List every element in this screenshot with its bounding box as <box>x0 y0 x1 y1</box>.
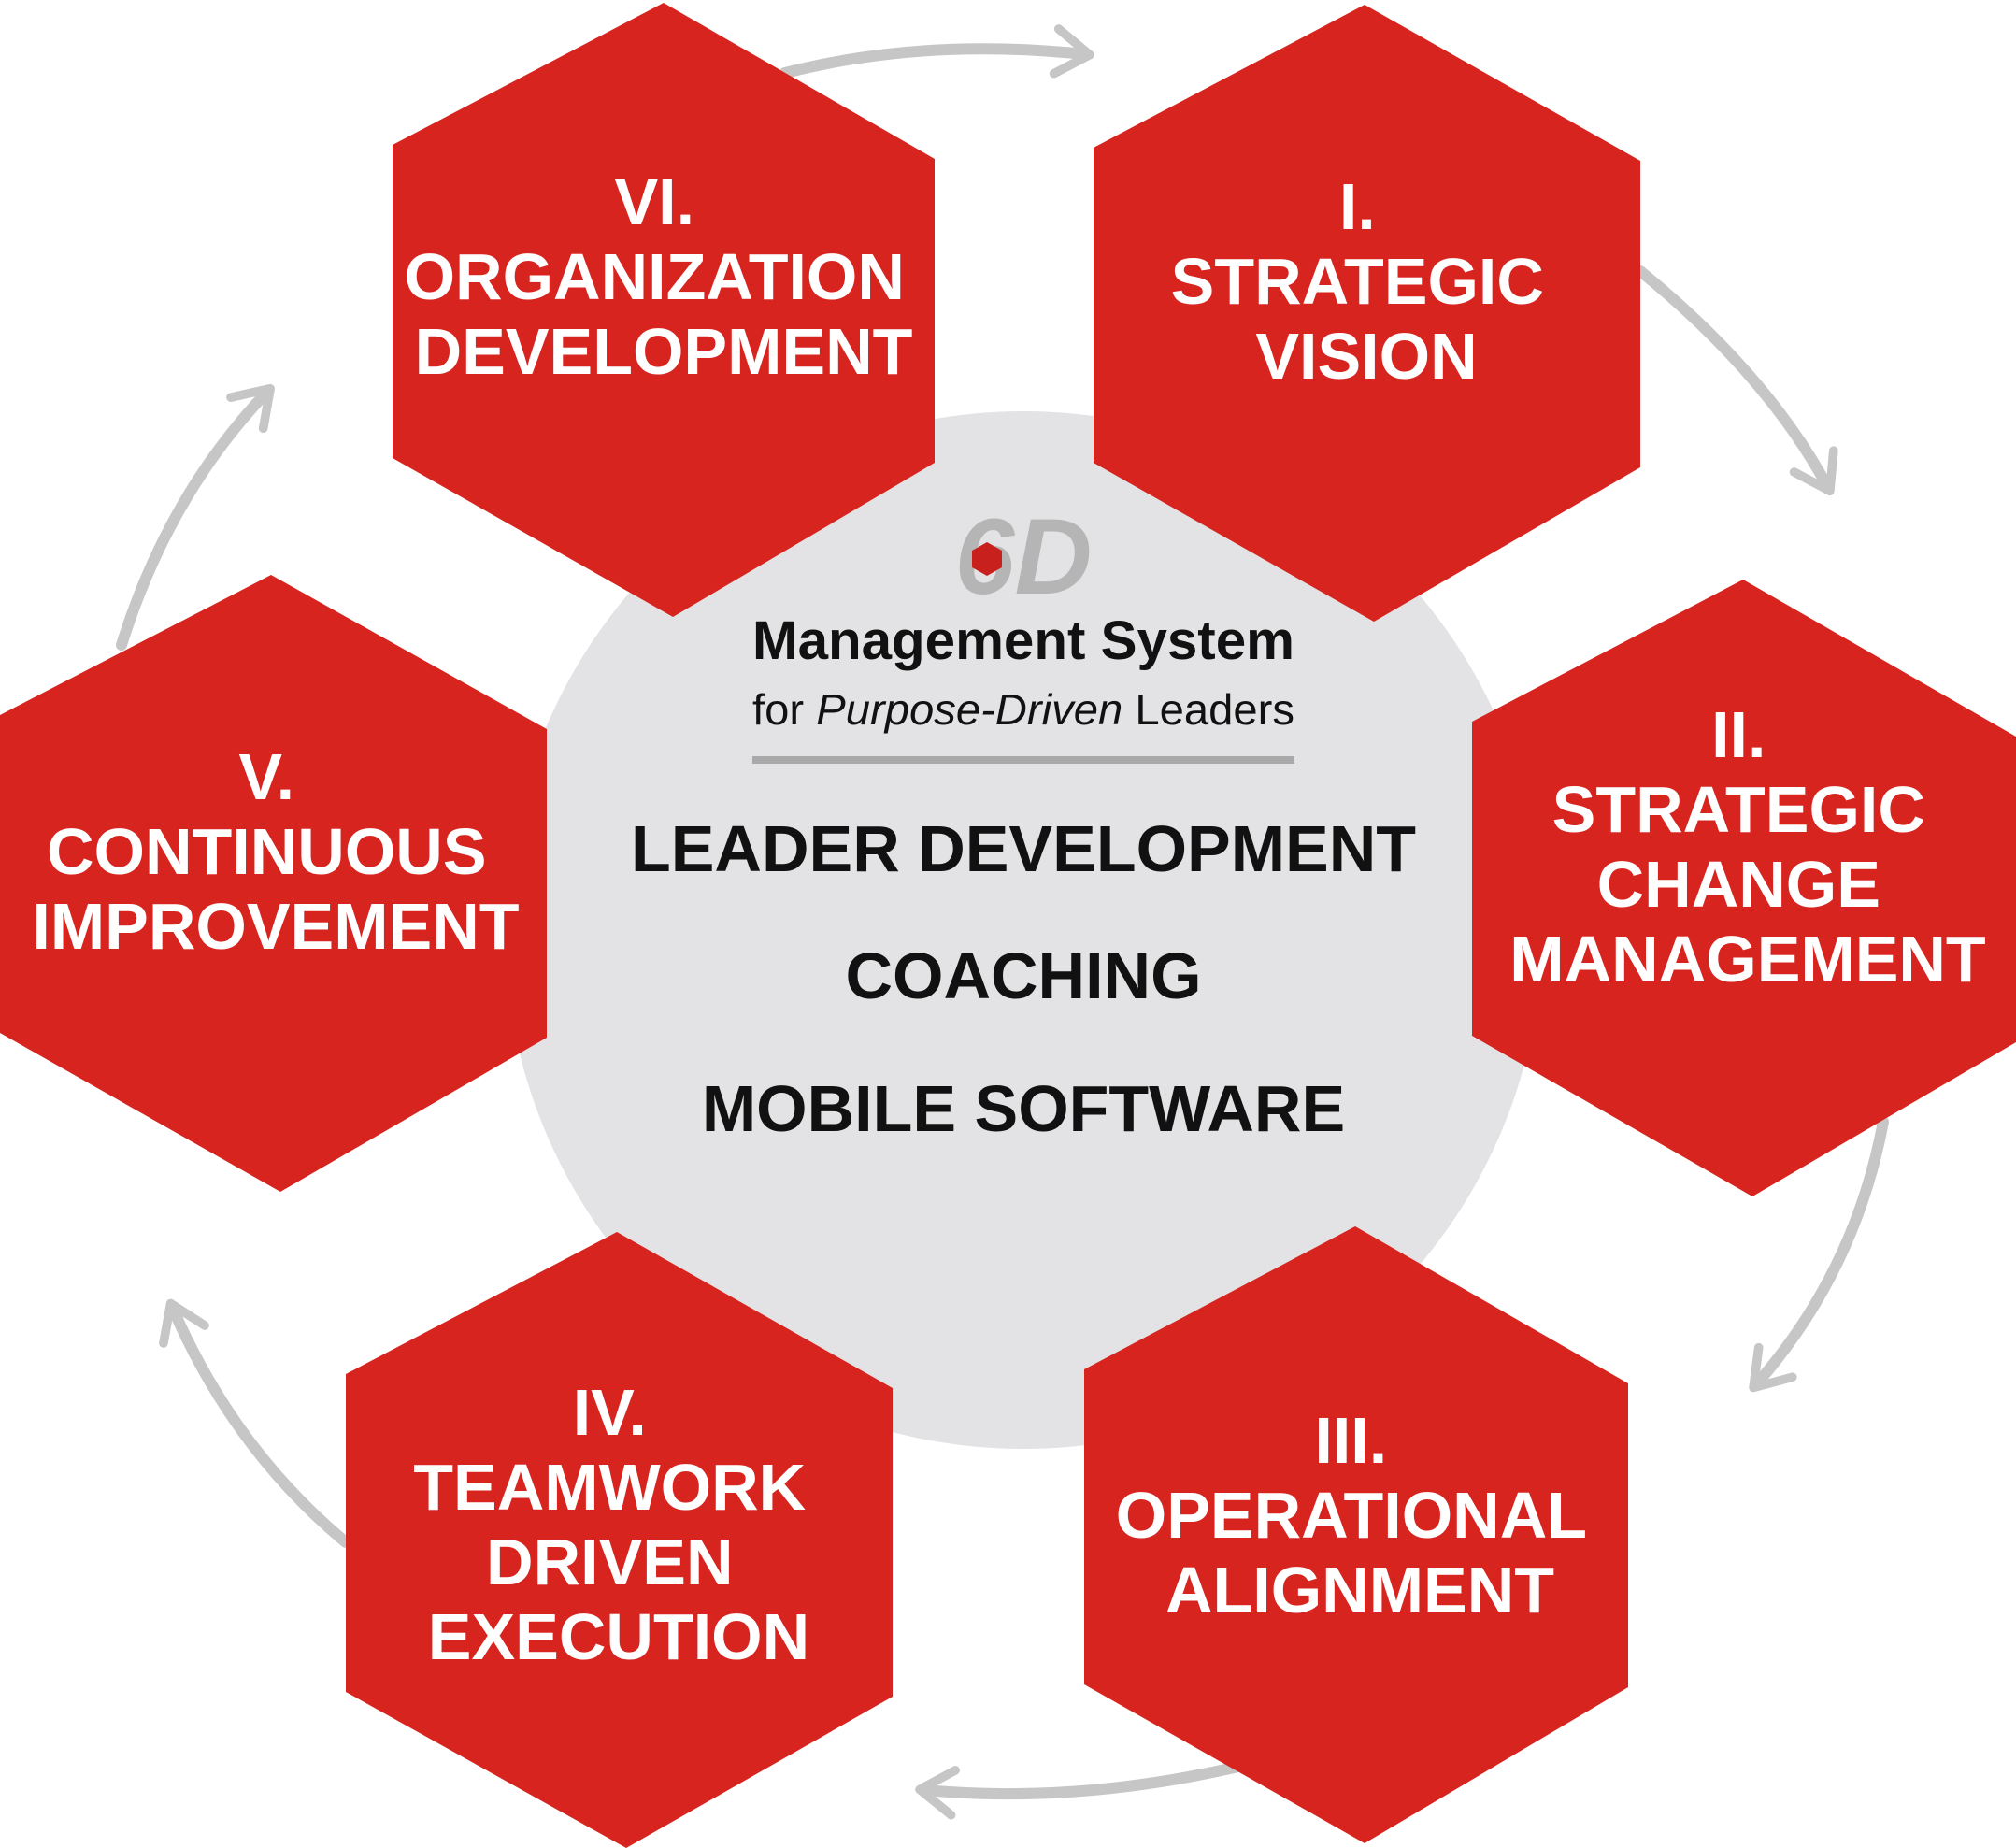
svg-text:III. OPERATIONAL A: III. OPERATIONAL ALIGNMENT <box>1116 1404 1604 1626</box>
subtitle-purpose-driven: Purpose-Driven <box>816 685 1122 734</box>
hexagon-shape <box>0 575 547 1192</box>
hexagon-i-line-3: VISION <box>1255 320 1477 393</box>
hexagon-v-line-3: IMPROVEMENT <box>32 890 519 963</box>
svg-text:VI. ORGANIZATION D: VI. ORGANIZATION DEVELOPMENT <box>405 165 923 388</box>
arrow-vi-to-i <box>779 24 1094 79</box>
hexagon-shape <box>1084 1226 1628 1843</box>
arrow-iv-to-v <box>159 1298 351 1548</box>
hexagon-ii-line-4: MANAGEMENT <box>1509 923 1985 996</box>
hexagon-iv-line-1: IV. <box>573 1376 647 1449</box>
hexagon-vi: VI. ORGANIZATION DEVELOPMENT <box>393 3 935 617</box>
subtitle-leaders: Leaders <box>1135 685 1294 734</box>
svg-text:IV. TEAMWORK DRIVE: IV. TEAMWORK DRIVEN EXECUTION <box>413 1376 823 1673</box>
hexagon-iii: III. OPERATIONAL ALIGNMENT <box>1084 1226 1628 1843</box>
system-subtitle: for Purpose-Driven Leaders <box>752 685 1294 734</box>
hexagon-ii-line-2: STRATEGIC <box>1552 773 1925 846</box>
hexagon-iv-line-3: DRIVEN <box>486 1526 733 1598</box>
hexagon-iv-line-4: EXECUTION <box>428 1600 809 1673</box>
system-title: Management System <box>752 610 1294 671</box>
hexagon-iv: IV. TEAMWORK DRIVEN EXECUTION <box>346 1232 893 1848</box>
arrow-ii-to-iii <box>1749 1116 1889 1393</box>
center-content: 6D Management System for Purpose-Driven … <box>631 497 1416 1145</box>
arrow-i-to-ii <box>1635 265 1838 496</box>
hexagon-shape <box>1472 580 2016 1196</box>
svg-text:I. STRATEGIC VISIO: I. STRATEGIC VISION <box>1171 170 1563 393</box>
hexagon-i-line-1: I. <box>1339 170 1376 243</box>
hexagon-iii-line-2: OPERATIONAL <box>1116 1479 1586 1552</box>
hexagon-shape <box>346 1232 893 1848</box>
hexagon-iii-line-1: III. <box>1314 1404 1387 1477</box>
center-item-coaching: COACHING <box>845 939 1201 1012</box>
svg-text:V. CONTINUOUS IMPR: V. CONTINUOUS IMPROVEMENT <box>32 740 519 963</box>
hexagon-v-line-2: CONTINUOUS <box>47 815 487 888</box>
center-circle <box>505 411 1542 1449</box>
hexagon-vi-line-1: VI. <box>614 165 694 238</box>
hexagon-i: I. STRATEGIC VISION <box>1094 5 1640 622</box>
hexagon-ii-line-1: II. <box>1711 698 1766 771</box>
logo-red-hexagon-icon <box>972 542 1002 576</box>
subtitle-for: for <box>752 685 804 734</box>
hexagon-v: V. CONTINUOUS IMPROVEMENT <box>0 575 547 1192</box>
arrow-iii-to-iv <box>915 1761 1244 1820</box>
hexagon-vi-line-3: DEVELOPMENT <box>415 315 913 388</box>
hexagon-v-line-1: V. <box>238 740 294 813</box>
center-item-leader-development: LEADER DEVELOPMENT <box>631 812 1416 885</box>
hexagon-shape <box>393 3 935 617</box>
hexagon-vi-line-2: ORGANIZATION <box>405 240 905 313</box>
hexagon-ii-line-3: CHANGE <box>1597 848 1880 921</box>
hexagon-iii-line-3: ALIGNMENT <box>1165 1554 1554 1626</box>
hexagon-i-line-2: STRATEGIC <box>1171 245 1544 318</box>
hexagon-ii: II. STRATEGIC CHANGE MANAGEMENT <box>1472 580 2016 1196</box>
arrow-v-to-vi <box>116 383 275 651</box>
hexagon-shape <box>1094 5 1640 622</box>
center-item-mobile-software: MOBILE SOFTWARE <box>702 1072 1345 1145</box>
six-d-logo: 6D <box>954 497 1092 617</box>
hexagon-iv-line-2: TEAMWORK <box>413 1451 806 1524</box>
svg-text:II. STRATEGIC CHAN: II. STRATEGIC CHANGE MANAGEMENT <box>1509 698 1985 996</box>
cycle-arrows <box>116 24 1889 1820</box>
